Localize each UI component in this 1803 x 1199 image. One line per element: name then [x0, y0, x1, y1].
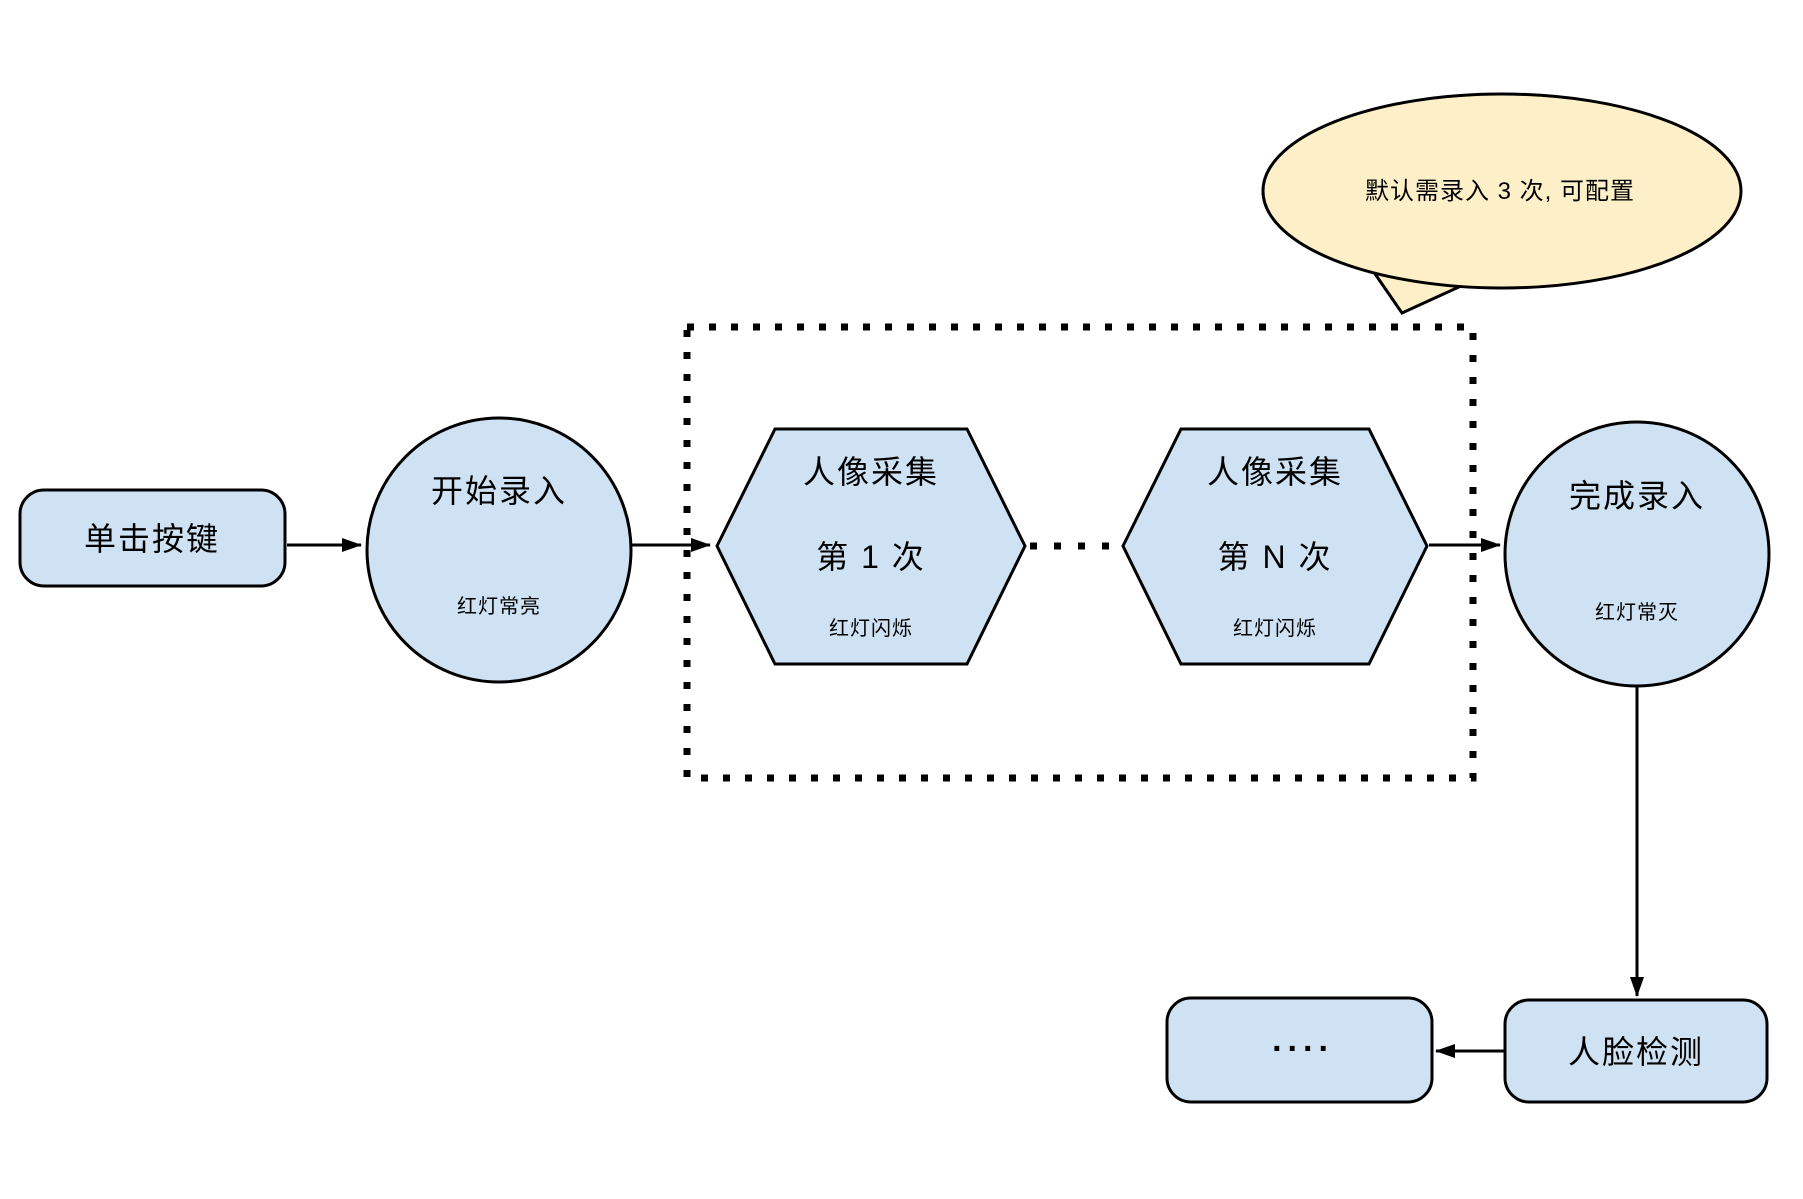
more-steps-label: ....	[1272, 1021, 1334, 1059]
capture-first-label: 人像采集	[802, 454, 940, 490]
click-button-node	[18, 488, 287, 588]
capture-nth-node	[1121, 427, 1429, 666]
start-enroll-node	[365, 416, 633, 684]
finish-enroll-label: 完成录入	[1568, 478, 1706, 514]
capture-nth-sublabel: 红灯闪烁	[1233, 618, 1317, 640]
capture-first-node	[715, 427, 1027, 666]
capture-nth-count-label: 第 N 次	[1217, 539, 1333, 575]
more-steps-node	[1165, 996, 1434, 1104]
callout-bubble	[1261, 92, 1743, 290]
capture-first-sublabel: 红灯闪烁	[829, 618, 913, 640]
finish-enroll-sublabel: 红灯常灭	[1595, 602, 1679, 624]
callout-text: 默认需录入 3 次, 可配置	[1364, 178, 1636, 205]
click-button-label: 单击按键	[83, 521, 221, 557]
finish-enroll-node	[1503, 420, 1771, 688]
start-enroll-label: 开始录入	[430, 473, 568, 509]
start-enroll-sublabel: 红灯常亮	[457, 596, 541, 618]
face-detect-node	[1503, 998, 1769, 1104]
face-detect-label: 人脸检测	[1567, 1034, 1705, 1070]
capture-first-count-label: 第 1 次	[816, 539, 926, 575]
repeat-group-frame	[683, 323, 1477, 782]
capture-nth-label: 人像采集	[1206, 454, 1344, 490]
